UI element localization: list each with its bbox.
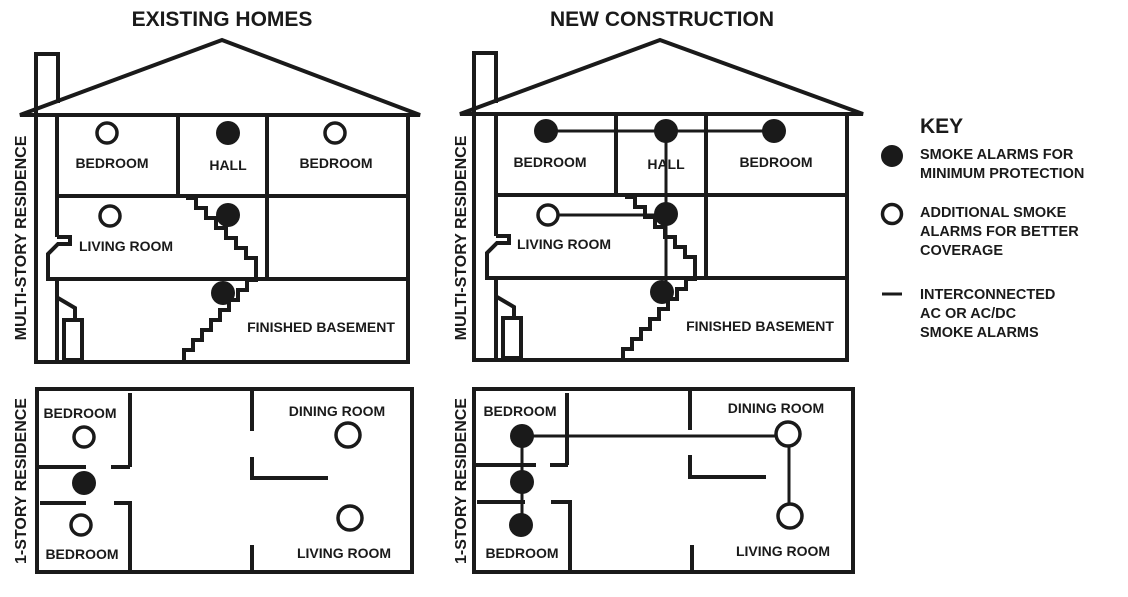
legend-text: SMOKE ALARMS — [920, 325, 1039, 341]
new-construction-multi-story-house: BEDROOM HALL BEDROOM LIVING ROOM FINISHE… — [459, 37, 864, 362]
outer-wall — [472, 387, 855, 574]
room-label: LIVING ROOM — [297, 545, 391, 561]
interconnect-wiring — [520, 434, 791, 525]
room-label: FINISHED BASEMENT — [247, 319, 395, 335]
chimney — [472, 51, 498, 114]
water-heater — [501, 316, 523, 360]
fireplace — [46, 235, 72, 362]
minimum-alarm-bedroom-1 — [534, 119, 558, 143]
minimum-alarm-bedroom-1 — [510, 424, 534, 448]
room-label: BEDROOM — [299, 155, 372, 171]
chimney — [34, 52, 60, 115]
room-label: BEDROOM — [483, 403, 556, 419]
room-label: BEDROOM — [739, 154, 812, 170]
legend-text: ALARMS FOR BETTER — [920, 224, 1079, 240]
additional-alarm-bedroom-2 — [323, 121, 347, 145]
additional-alarm-living-room — [536, 203, 560, 227]
water-heater — [62, 318, 84, 362]
minimum-alarm-basement — [650, 280, 674, 304]
label-1-story-right: 1-STORY RESIDENCE — [453, 398, 470, 564]
label-multi-story-left: MULTI-STORY RESIDENCE — [13, 135, 30, 340]
room-label: FINISHED BASEMENT — [686, 318, 834, 334]
label-multi-story-right: MULTI-STORY RESIDENCE — [453, 135, 470, 340]
minimum-alarm-bedroom-2 — [509, 513, 533, 537]
roof — [19, 37, 421, 117]
room-label: HALL — [647, 156, 685, 172]
minimum-alarm-hall — [654, 119, 678, 143]
room-label: LIVING ROOM — [79, 238, 173, 254]
room-label: BEDROOM — [513, 154, 586, 170]
title-existing-homes: EXISTING HOMES — [132, 8, 313, 31]
existing-multi-story-house: BEDROOM HALL BEDROOM LIVING ROOM FINISHE… — [19, 37, 421, 364]
title-new-construction: NEW CONSTRUCTION — [550, 8, 774, 31]
room-label: BEDROOM — [43, 405, 116, 421]
legend-text: MINIMUM PROTECTION — [920, 166, 1084, 182]
legend-filled-circle-icon — [881, 145, 903, 167]
minimum-alarm-hall — [216, 121, 240, 145]
additional-alarm-dining-room — [774, 420, 802, 448]
minimum-alarm-hallway — [510, 470, 534, 494]
legend: KEY SMOKE ALARMS FOR MINIMUM PROTECTION … — [880, 115, 1084, 341]
legend-text: ADDITIONAL SMOKE — [920, 205, 1067, 221]
stairs — [182, 196, 258, 360]
outer-wall — [472, 114, 849, 362]
outer-wall — [34, 115, 410, 364]
legend-open-circle-icon — [880, 202, 904, 226]
room-label: BEDROOM — [485, 545, 558, 561]
minimum-alarm-stair-top — [654, 202, 678, 226]
additional-alarm-living-room — [776, 502, 804, 530]
additional-alarm-living-room — [336, 504, 364, 532]
additional-alarm-bedroom-1 — [95, 121, 119, 145]
additional-alarm-bedroom-1 — [72, 425, 96, 449]
roof — [459, 37, 864, 116]
legend-text: SMOKE ALARMS FOR — [920, 147, 1074, 163]
legend-text: INTERCONNECTED — [920, 287, 1055, 303]
minimum-alarm-stair-top — [216, 203, 240, 227]
outer-wall — [35, 387, 414, 574]
legend-title: KEY — [920, 115, 963, 138]
legend-text: AC OR AC/DC — [920, 306, 1017, 322]
fireplace — [485, 234, 511, 360]
minimum-alarm-hallway — [72, 471, 96, 495]
additional-alarm-bedroom-2 — [69, 513, 93, 537]
minimum-alarm-bedroom-2 — [762, 119, 786, 143]
existing-1-story-plan: BEDROOM BEDROOM DINING ROOM LIVING ROOM — [35, 387, 414, 574]
room-label: LIVING ROOM — [517, 236, 611, 252]
room-label: LIVING ROOM — [736, 543, 830, 559]
room-label: DINING ROOM — [728, 400, 824, 416]
new-construction-1-story-plan: BEDROOM BEDROOM DINING ROOM LIVING ROOM — [472, 387, 855, 574]
room-label: BEDROOM — [75, 155, 148, 171]
additional-alarm-dining-room — [334, 421, 362, 449]
room-label: BEDROOM — [45, 546, 118, 562]
legend-text: COVERAGE — [920, 243, 1003, 259]
additional-alarm-living-room — [98, 204, 122, 228]
room-label: DINING ROOM — [289, 403, 385, 419]
label-1-story-left: 1-STORY RESIDENCE — [13, 398, 30, 564]
room-label: HALL — [209, 157, 247, 173]
minimum-alarm-basement — [211, 281, 235, 305]
